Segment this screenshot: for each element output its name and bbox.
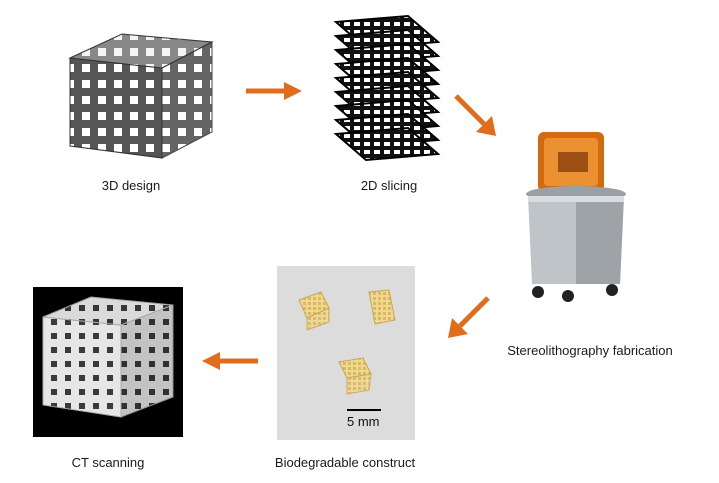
construct-block-1	[298, 291, 330, 331]
fabrication-label: Stereolithography fabrication	[507, 343, 673, 358]
slice-stack-illustration	[333, 14, 441, 162]
printer-icon	[526, 132, 626, 302]
slicing-stack	[322, 12, 452, 172]
slicing-label: 2D slicing	[360, 178, 418, 193]
flow-arrow-icon	[246, 82, 302, 100]
construct-block-2	[368, 289, 396, 325]
construct-block-3	[338, 357, 372, 395]
construct-label: Biodegradable construct	[274, 455, 416, 470]
scale-bar-label: 5 mm	[347, 414, 380, 429]
flow-arrow-icon	[202, 352, 258, 370]
printer	[516, 128, 636, 304]
ct-image	[33, 287, 183, 437]
construct-photo: 5 mm	[277, 266, 415, 440]
construct-illustration	[298, 289, 396, 411]
design-cube-illustration	[68, 33, 214, 159]
design-label: 3D design	[101, 178, 161, 193]
ct-label: CT scanning	[71, 455, 145, 470]
design-cube	[62, 28, 222, 168]
flow-arrow-icon	[448, 296, 490, 338]
flow-arrow-icon	[454, 94, 496, 136]
ct-cube-illustration	[42, 296, 174, 418]
